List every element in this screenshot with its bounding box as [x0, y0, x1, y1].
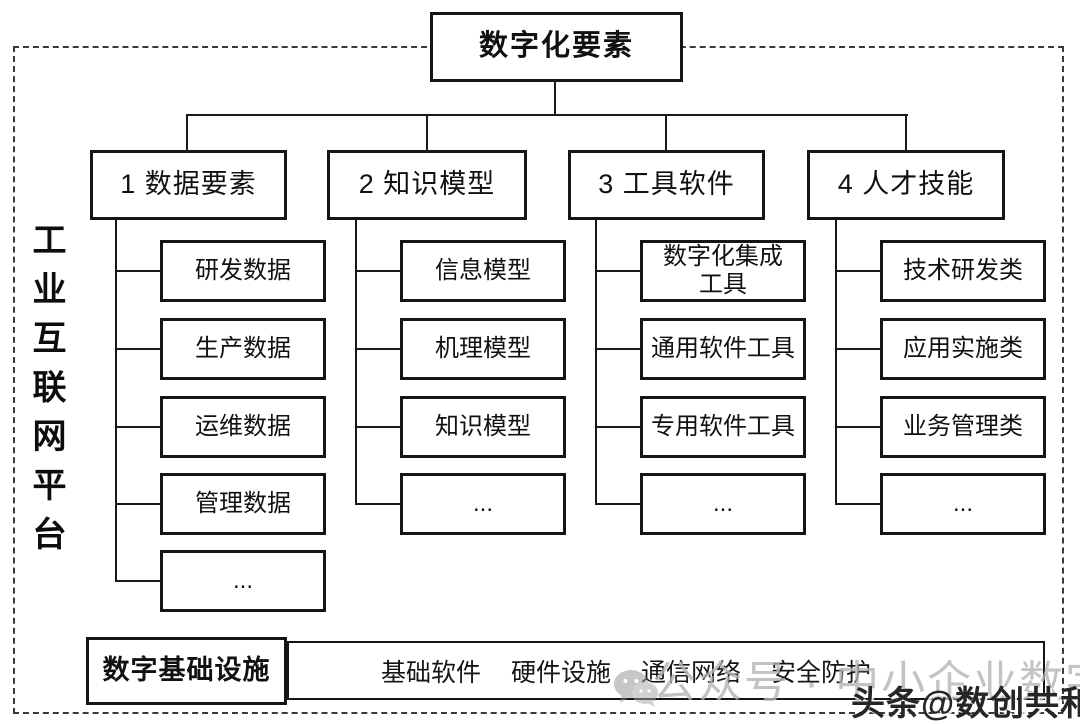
connector-twig [595, 503, 641, 505]
watermark-byline: 头条@数创共和 [851, 685, 1080, 723]
node-child: 运维数据 [160, 396, 326, 458]
wechat-icon [612, 668, 660, 715]
connector-stub-branch-1 [186, 114, 188, 152]
node-child-ellipsis: ... [400, 473, 566, 535]
node-child: 知识模型 [400, 396, 566, 458]
connector-twig [595, 426, 641, 428]
connector-stub-branch-3 [665, 114, 667, 152]
watermark-social: 公众号 · 中小企业数字化转型 [652, 658, 1080, 707]
node-branch-tools: 3 工具软件 [568, 150, 765, 220]
infrastructure-item: 硬件设施 [510, 658, 611, 687]
node-root: 数字化要素 [430, 12, 683, 82]
connector-twig [835, 348, 881, 350]
connector-spine-col-3 [595, 218, 597, 505]
node-child: 通用软件工具 [640, 318, 806, 380]
node-child-ellipsis: ... [160, 550, 326, 612]
connector-spine-col-2 [355, 218, 357, 505]
infrastructure-item: 安全防护 [771, 658, 872, 687]
connector-twig [115, 270, 161, 272]
connector-twig [835, 270, 881, 272]
connector-twig [115, 580, 161, 582]
infrastructure-item: 基础软件 [380, 658, 481, 687]
connector-twig [115, 348, 161, 350]
infrastructure-item: 通信网络 [641, 658, 742, 687]
node-branch-talent: 4 人才技能 [807, 150, 1005, 220]
connector-stub-branch-2 [426, 114, 428, 152]
node-child: 机理模型 [400, 318, 566, 380]
connector-twig [355, 503, 401, 505]
connector-twig [355, 270, 401, 272]
connector-twig [115, 426, 161, 428]
connector-twig [115, 503, 161, 505]
node-branch-data: 1 数据要素 [90, 150, 287, 220]
node-child: 数字化集成 工具 [640, 240, 806, 302]
node-child: 研发数据 [160, 240, 326, 302]
node-branch-knowledge: 2 知识模型 [327, 150, 527, 220]
connector-twig [595, 348, 641, 350]
connector-root-span [186, 114, 908, 116]
connector-spine-col-4 [835, 218, 837, 505]
node-infrastructure: 数字基础设施 [86, 637, 287, 705]
platform-label: 工业互联网平台 [27, 222, 65, 565]
connector-twig [595, 270, 641, 272]
node-child: 信息模型 [400, 240, 566, 302]
connector-twig [835, 503, 881, 505]
node-child: 业务管理类 [880, 396, 1046, 458]
connector-twig [355, 348, 401, 350]
connector-root-drop [554, 82, 556, 116]
connector-twig [835, 426, 881, 428]
node-child: 管理数据 [160, 473, 326, 535]
connector-twig [355, 426, 401, 428]
node-child: 专用软件工具 [640, 396, 806, 458]
infrastructure-band: 基础软件 硬件设施 通信网络 安全防护 [287, 641, 1045, 700]
node-child-ellipsis: ... [880, 473, 1046, 535]
node-child: 生产数据 [160, 318, 326, 380]
connector-spine-col-1 [115, 218, 117, 582]
node-child: 技术研发类 [880, 240, 1046, 302]
node-child-ellipsis: ... [640, 473, 806, 535]
node-child: 应用实施类 [880, 318, 1046, 380]
connector-stub-branch-4 [905, 114, 907, 152]
